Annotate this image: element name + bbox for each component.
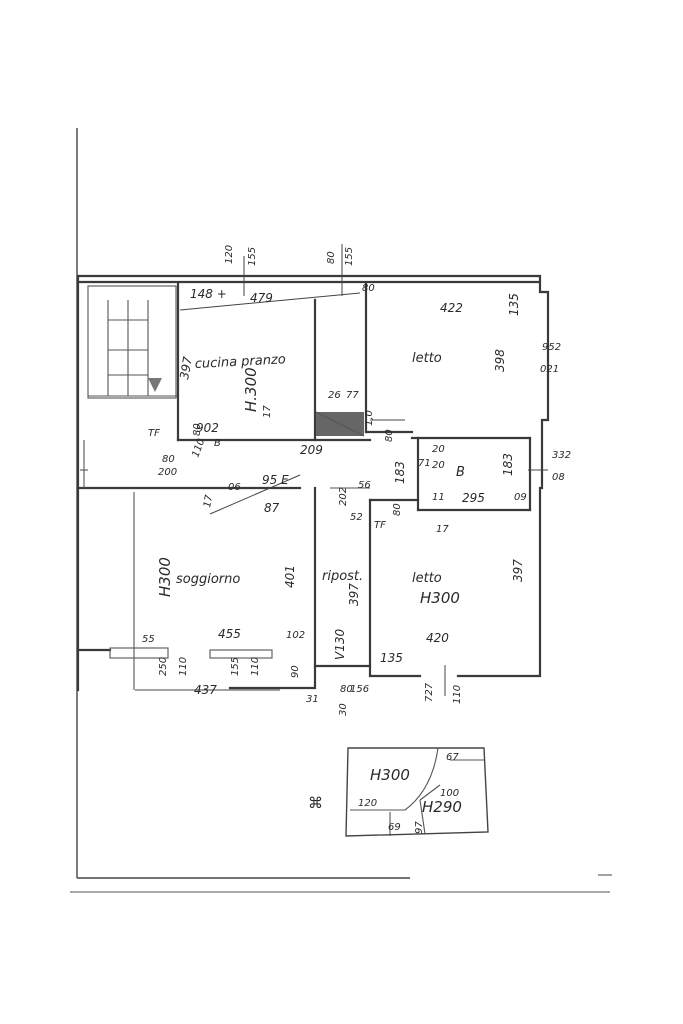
dimension-lines (135, 244, 548, 696)
dim: 397 (511, 559, 525, 582)
dim: 87 (264, 501, 280, 515)
dim: 727 (424, 682, 435, 702)
room-label-living: soggiorno (176, 572, 240, 587)
dim: B (214, 438, 221, 449)
room-label-bedroom-bottom: letto (412, 571, 442, 586)
dim: 250 (158, 657, 169, 676)
stair-arrow-icon (148, 378, 162, 392)
dim: 17 (262, 405, 273, 418)
dim: 17 (202, 493, 215, 508)
dim: 455 (218, 627, 241, 641)
dim: 80 (392, 503, 403, 516)
room-label-bedroom-top: letto (412, 351, 442, 366)
dim: 80 (384, 429, 395, 442)
dim: 398 (493, 349, 507, 372)
height-kitchen: H.300 (242, 367, 260, 412)
dim: 156 (350, 684, 369, 695)
dim: 295 (462, 491, 485, 505)
dim: 952 (542, 342, 561, 353)
dim: 110 (250, 657, 261, 676)
height-inset-b: H290 (422, 798, 462, 816)
dim: 420 (426, 631, 449, 645)
dim: 06 (228, 482, 241, 493)
room-label-kitchen: cucina pranzo (194, 352, 286, 372)
dim: 110 (452, 685, 463, 704)
dim: 77 (346, 390, 359, 401)
dim: 155 (230, 657, 241, 676)
dim: 437 (194, 683, 217, 697)
inset-detail (345, 747, 489, 837)
dim: V130 (333, 629, 347, 660)
dim: 90 (290, 665, 301, 678)
dim: 902 (196, 421, 219, 435)
height-bedroom-bottom: H300 (420, 589, 460, 607)
dim: 183 (393, 461, 407, 484)
dim: 95 E (262, 473, 289, 487)
dim: 102 (286, 630, 305, 641)
dim: 80 (362, 283, 375, 294)
dim: 31 (306, 694, 319, 705)
dim: 135 (380, 651, 403, 665)
dim: 148 + (190, 287, 227, 301)
dim: 209 (300, 443, 323, 457)
dim: 26 (328, 390, 341, 401)
dim: 80 (192, 423, 203, 436)
dim: 202 (338, 487, 349, 506)
scribble-mark: ⌘ (308, 794, 323, 812)
dim: 155 (344, 247, 355, 266)
dim: 71 (418, 458, 431, 469)
dim: 332 (552, 450, 571, 461)
dim: 17 (436, 524, 449, 535)
height-inset-a: H300 (370, 766, 410, 784)
dim: 183 (501, 453, 515, 476)
dim: 80 (326, 251, 337, 264)
dim: 135 (507, 293, 521, 316)
outer-walls (76, 274, 550, 692)
dim: 479 (250, 291, 273, 305)
dim: 80 (162, 454, 175, 465)
inner-walls (76, 282, 532, 690)
dim: 97 (414, 821, 425, 834)
dim: 69 (388, 822, 401, 833)
room-label-bath: B (456, 465, 465, 480)
dim: TF (148, 428, 160, 439)
dim: 100 (440, 788, 459, 799)
dim: 120 (224, 245, 235, 264)
dim: 20 (432, 444, 445, 455)
dim: 1,0 (364, 410, 375, 426)
dim: 11 (432, 492, 445, 503)
dim: 422 (440, 301, 463, 315)
dim: 021 (540, 364, 559, 375)
dim: 155 (247, 247, 258, 266)
dim: 80 (340, 684, 353, 695)
dim: 08 (552, 472, 565, 483)
dim: 397 (347, 583, 361, 606)
dim: 09 (514, 492, 527, 503)
height-living: H300 (156, 557, 174, 597)
dim: 401 (283, 565, 297, 588)
room-label-storage: ripost. (322, 569, 363, 584)
dim: 20 (432, 460, 445, 471)
dim: 397 (177, 355, 195, 380)
dim: 200 (158, 467, 177, 478)
dim: 55 (142, 634, 155, 645)
dim: 52 (350, 512, 363, 523)
dim: 120 (358, 798, 377, 809)
dim: 67 (446, 752, 459, 763)
dim: 110 (178, 657, 189, 676)
dim: 30 (338, 703, 349, 716)
dim: TF (374, 520, 386, 531)
dim: 56 (358, 480, 371, 491)
